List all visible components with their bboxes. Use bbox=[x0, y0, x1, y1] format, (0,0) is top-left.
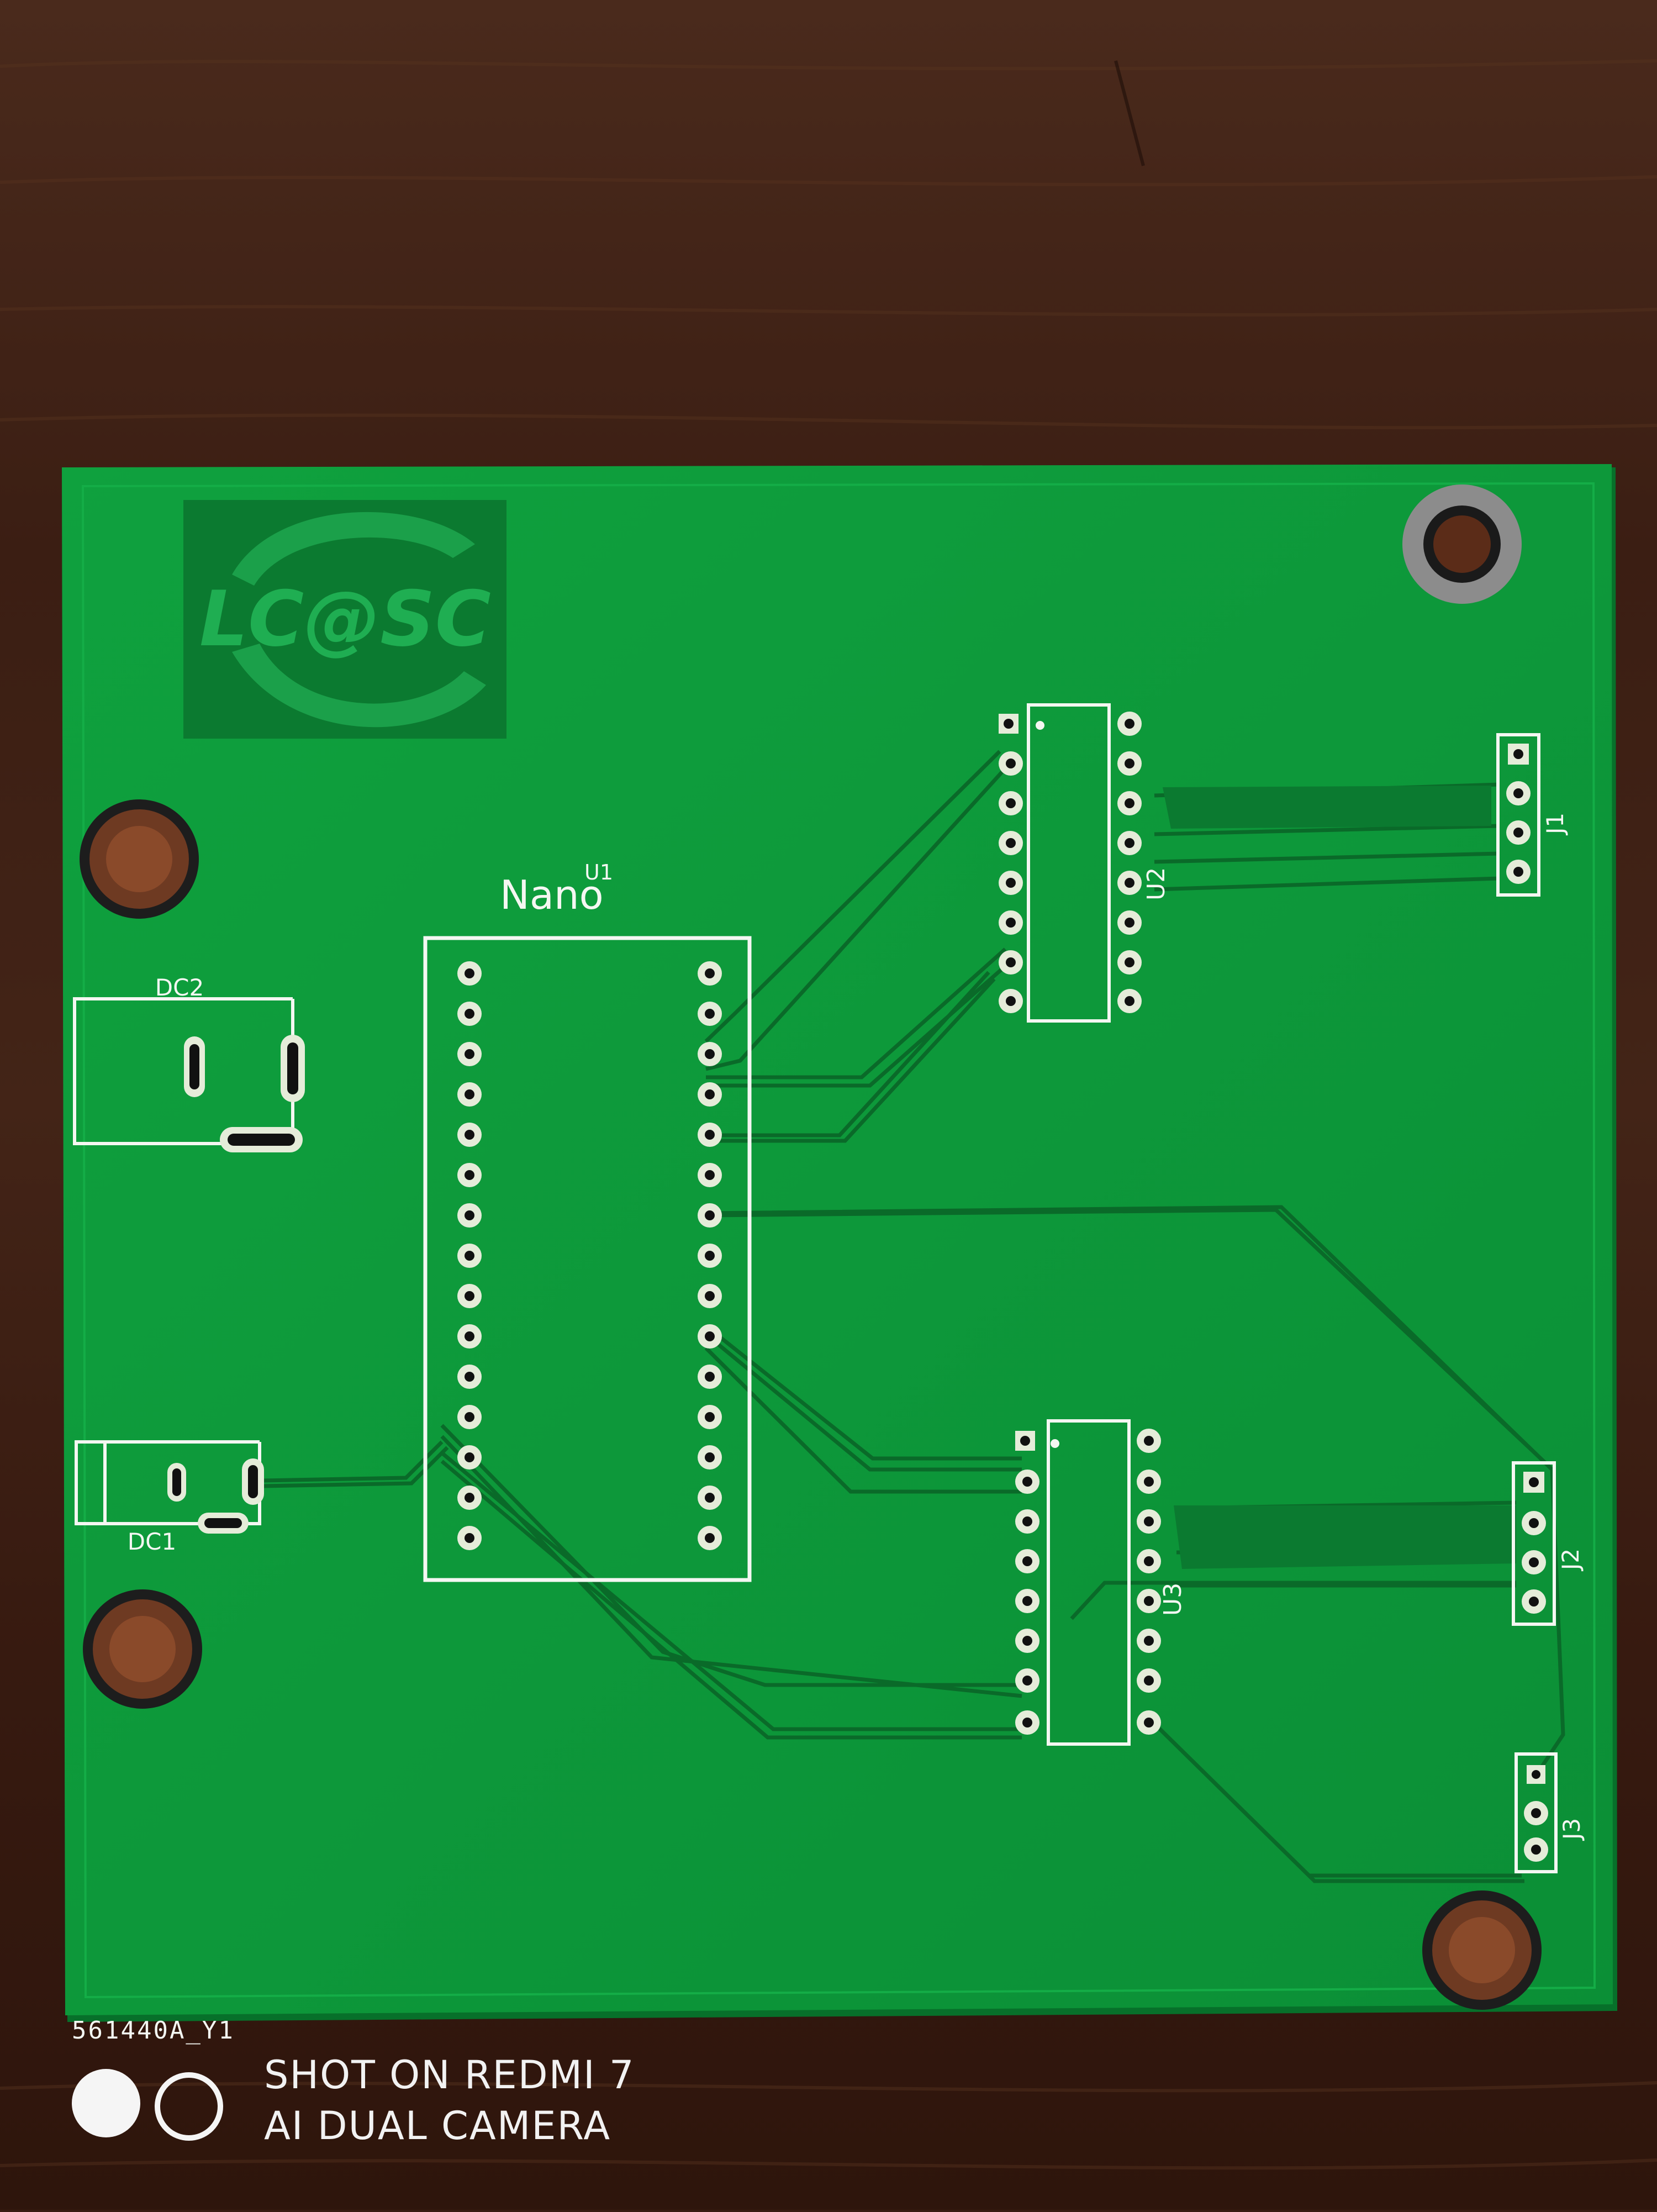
j2-header: J2 bbox=[1512, 1461, 1584, 1626]
camera-lens-ring-icon bbox=[155, 2072, 223, 2141]
copper-pours bbox=[1163, 786, 1516, 1569]
mounting-hole-left-lower bbox=[83, 1589, 202, 1709]
u1-nano-footprint: U1 Nano bbox=[423, 860, 752, 1582]
u1-right-pads bbox=[698, 961, 722, 1550]
u3-label: U3 bbox=[1159, 1583, 1187, 1616]
dc1-label: DC1 bbox=[128, 1528, 176, 1555]
j1-header: J1 bbox=[1496, 733, 1569, 897]
j3-header: J3 bbox=[1514, 1752, 1585, 1873]
u1-ref-label: U1 bbox=[584, 860, 613, 884]
dc2-jack-footprint: DC2 bbox=[73, 974, 305, 1152]
u1-value-label: Nano bbox=[500, 872, 604, 918]
mounting-hole-top-right bbox=[1402, 484, 1522, 604]
j1-label: J1 bbox=[1542, 813, 1569, 836]
board-code: 561440A_Y1 bbox=[72, 2016, 235, 2045]
u1-left-pads bbox=[457, 961, 482, 1550]
j3-label: J3 bbox=[1558, 1818, 1585, 1841]
j2-label: J2 bbox=[1557, 1549, 1584, 1572]
desk-scratch bbox=[1114, 60, 1145, 166]
u3-dip-footprint: U3 bbox=[1015, 1419, 1187, 1746]
mounting-hole-left-upper bbox=[80, 799, 199, 919]
wood-grain bbox=[0, 59, 1657, 2170]
dc2-label: DC2 bbox=[155, 974, 204, 1001]
logo-text: LC@SC bbox=[199, 575, 491, 663]
u2-label: U2 bbox=[1142, 867, 1170, 900]
pcb-board bbox=[62, 464, 1617, 2022]
watermark-line-2: AI DUAL CAMERA bbox=[264, 2103, 611, 2148]
u2-dip-footprint: U2 bbox=[999, 703, 1170, 1023]
dc1-jack-footprint: DC1 bbox=[75, 1440, 264, 1555]
camera-watermark: SHOT ON REDMI 7 AI DUAL CAMERA bbox=[72, 2052, 679, 2163]
camera-lens-icon bbox=[72, 2069, 140, 2137]
lcsc-logo: LC@SC bbox=[183, 500, 506, 739]
mounting-hole-bottom-right bbox=[1422, 1890, 1542, 2010]
watermark-line-1: SHOT ON REDMI 7 bbox=[264, 2052, 635, 2098]
